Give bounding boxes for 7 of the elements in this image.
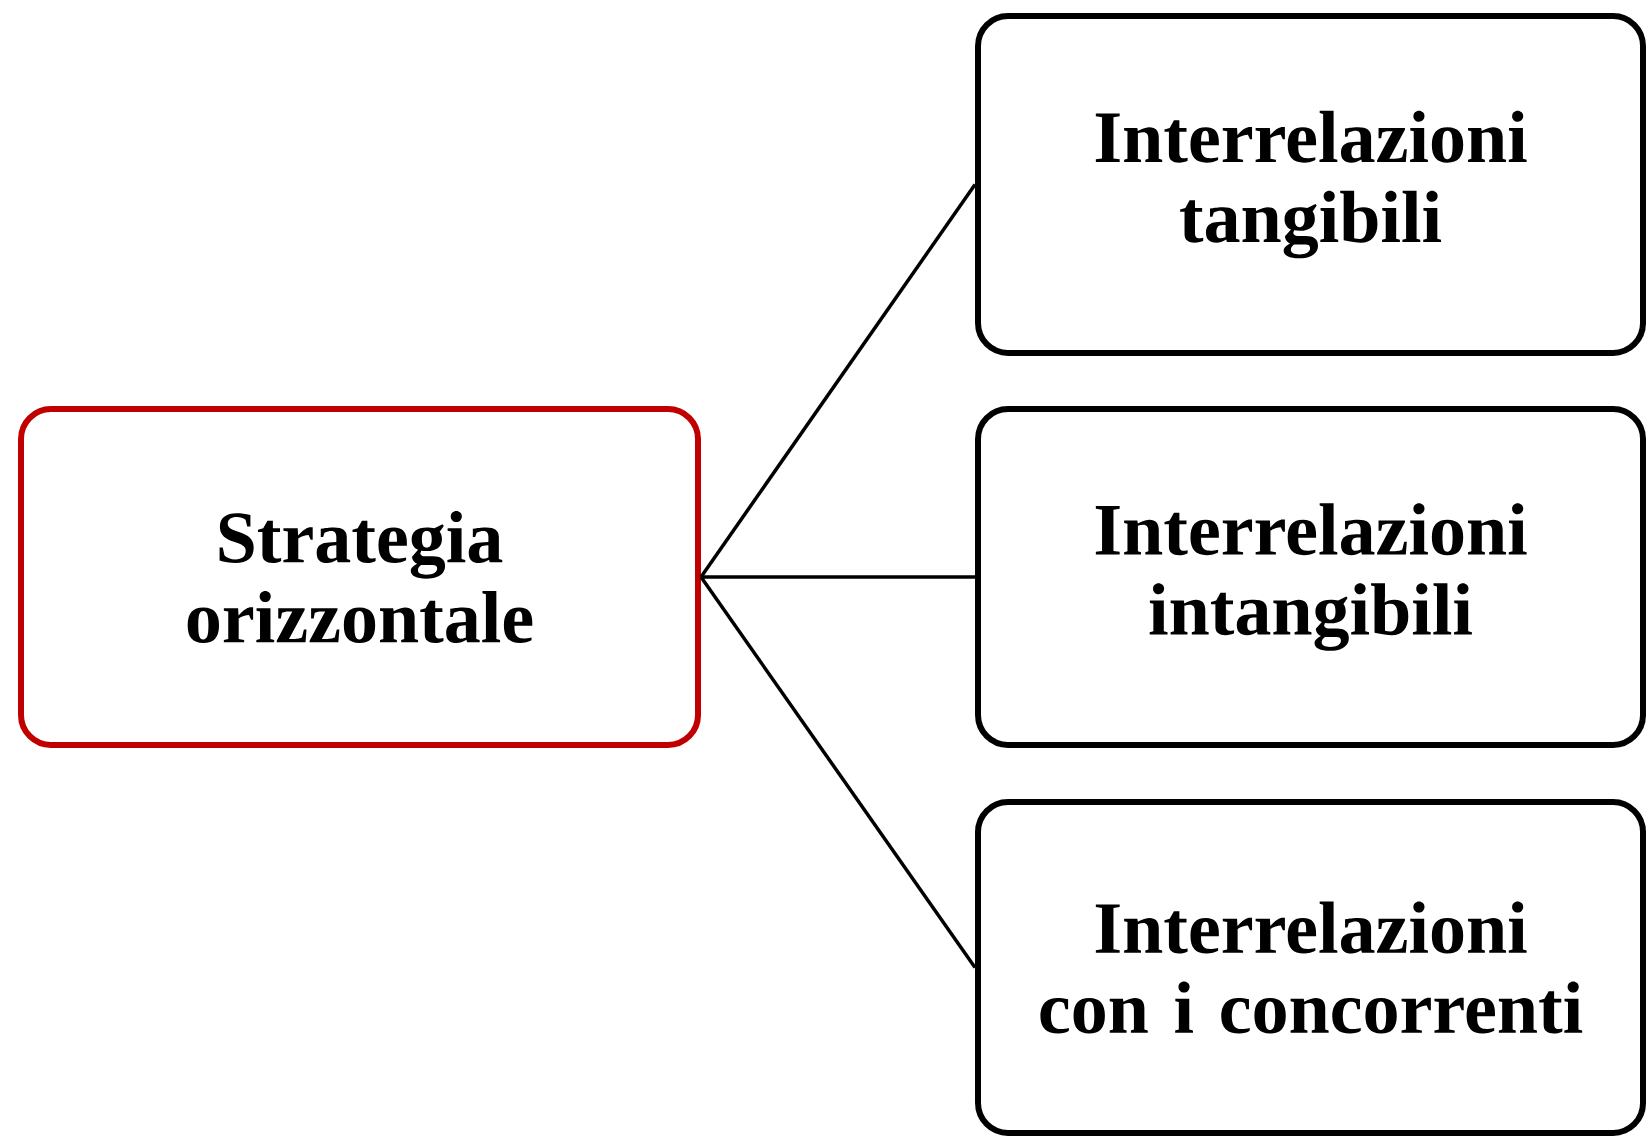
category-box: Interrelazioni con i concorrenti xyxy=(975,799,1646,1136)
category-box: Interrelazioni tangibili xyxy=(975,13,1646,356)
connector-line xyxy=(699,576,977,969)
connector-line xyxy=(699,183,977,578)
strategy-box: Strategia orizzontale xyxy=(18,406,701,748)
connector-line xyxy=(701,575,975,579)
category-box: Interrelazioni intangibili xyxy=(975,406,1646,748)
